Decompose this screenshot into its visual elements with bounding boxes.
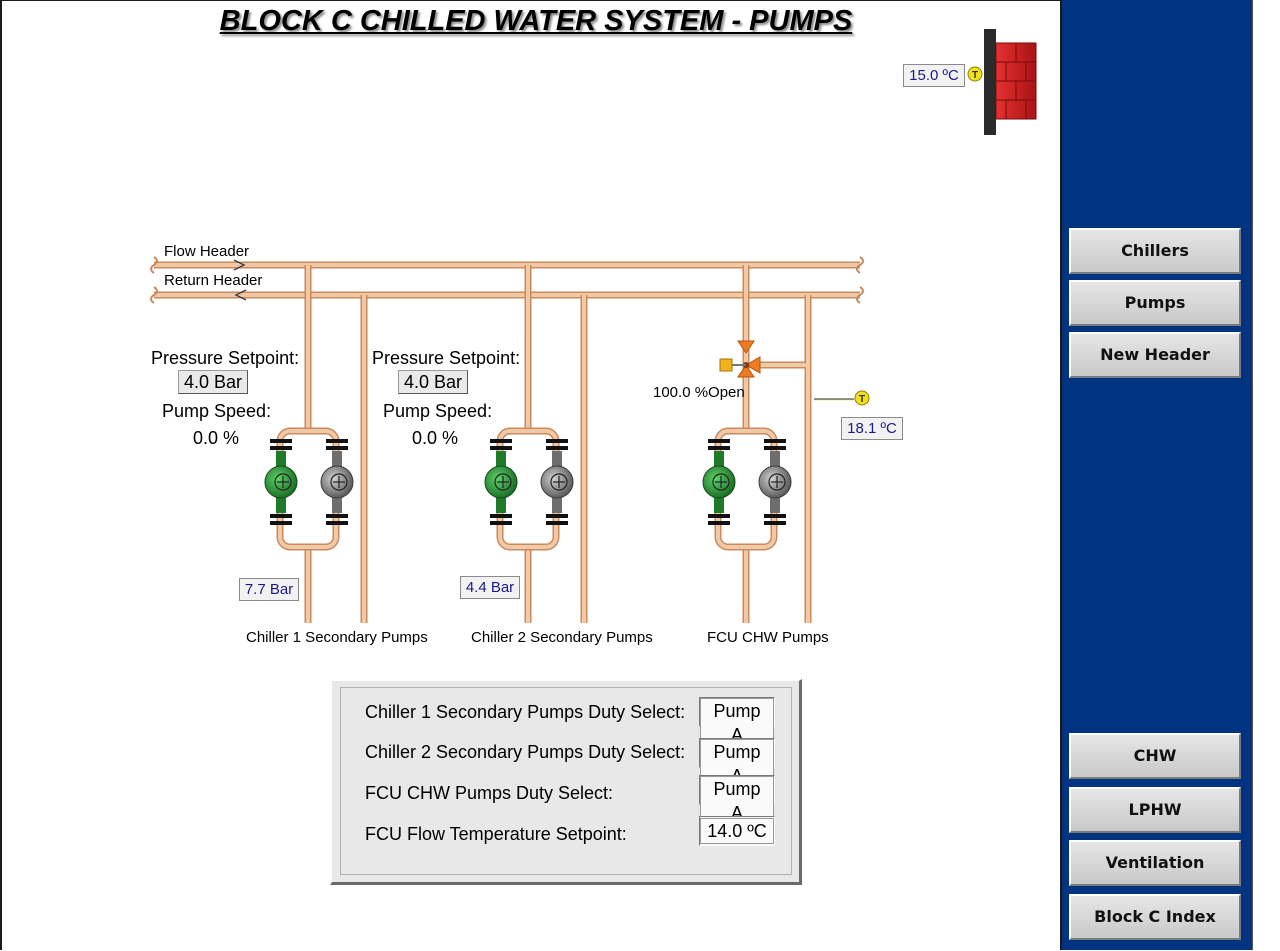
fcu-pump-standby-icon[interactable] [758, 439, 792, 525]
nav-pumps-button[interactable]: Pumps [1069, 280, 1241, 326]
outside-temperature-sensor-icon [967, 66, 983, 82]
pipework-diagram: T T [150, 29, 1037, 623]
chiller2-pump-running-icon[interactable] [484, 439, 518, 525]
chiller1-pump-running-icon[interactable] [264, 439, 298, 525]
page-title: BLOCK C CHILLED WATER SYSTEM - PUMPS [219, 5, 853, 37]
nav-lphw-button[interactable]: LPHW [1069, 787, 1241, 833]
fcu-pump-running-icon[interactable] [702, 439, 736, 525]
chiller2-setpoint-label: Pressure Setpoint: [372, 348, 521, 368]
fcu-group-label: FCU CHW Pumps [707, 629, 829, 646]
nav-chillers-button[interactable]: Chillers [1069, 228, 1241, 274]
duty-select-panel-inner: Chiller 1 Secondary Pumps Duty Select: P… [340, 687, 792, 875]
chiller1-speed-label: Pump Speed: [162, 401, 272, 421]
pumps [264, 439, 792, 525]
chiller1-pump-standby-icon[interactable] [320, 439, 354, 525]
return-header-pipe [150, 286, 864, 304]
fcu-flow-setpoint-input[interactable]: 14.0 ºC [699, 816, 775, 846]
chiller1-pressure-readout: 7.7 Bar [239, 578, 299, 601]
chiller1-duty-select[interactable]: Pump A [699, 697, 775, 748]
chiller2-group-label: Chiller 2 Secondary Pumps [471, 629, 653, 646]
return-header-label: Return Header [164, 272, 263, 289]
outside-wall-icon [984, 29, 1037, 135]
chiller2-speed-value: 0.0 % [412, 428, 459, 448]
chiller1-group-label: Chiller 1 Secondary Pumps [246, 629, 428, 646]
fcu-temperature-sensor-icon [814, 390, 870, 406]
fcu-duty-select[interactable]: Pump A [699, 775, 775, 826]
three-way-valve-icon[interactable] [732, 340, 761, 378]
chiller1-setpoint-label: Pressure Setpoint: [151, 348, 300, 368]
window-edge [1252, 0, 1280, 950]
schematic-area: BLOCK C CHILLED WATER SYSTEM - PUMPS [0, 0, 1060, 950]
chiller1-duty-label: Chiller 1 Secondary Pumps Duty Select: [365, 702, 686, 722]
chiller1-speed-value: 0.0 % [193, 428, 240, 448]
branch-pipes [304, 265, 812, 623]
fcu-temperature-readout: 18.1 ºC [841, 417, 903, 440]
fcu-flow-setpoint-value: 14.0 ºC [700, 818, 774, 844]
nav-chw-button[interactable]: CHW [1069, 733, 1241, 779]
chiller2-pump-standby-icon[interactable] [540, 439, 574, 525]
chiller2-duty-select[interactable]: Pump A [699, 738, 775, 789]
chiller2-setpoint-input[interactable]: 4.0 Bar [398, 370, 468, 394]
fcu-flow-setpoint-label: FCU Flow Temperature Setpoint: [365, 824, 627, 844]
nav-ventilation-button[interactable]: Ventilation [1069, 840, 1241, 886]
nav-new-header-button[interactable]: New Header [1069, 332, 1241, 378]
chiller2-speed-label: Pump Speed: [383, 401, 493, 421]
fcu-duty-label: FCU CHW Pumps Duty Select: [365, 783, 614, 803]
chiller1-setpoint-input[interactable]: 4.0 Bar [178, 370, 248, 394]
pump-loop-pipes [276, 427, 778, 551]
flow-header-pipe [150, 256, 864, 274]
chiller2-pressure-readout: 4.4 Bar [460, 576, 520, 599]
valve-position-label: 100.0 %Open [653, 384, 745, 401]
nav-block-c-index-button[interactable]: Block C Index [1069, 894, 1241, 940]
outside-temperature-readout: 15.0 ºC [903, 64, 965, 87]
duty-select-panel: Chiller 1 Secondary Pumps Duty Select: P… [330, 679, 802, 885]
valve-actuator-icon [719, 358, 733, 372]
fcu-sensor-glyph: T [859, 394, 865, 405]
outside-sensor-glyph: T [972, 70, 978, 81]
chiller2-duty-label: Chiller 2 Secondary Pumps Duty Select: [365, 742, 686, 762]
flow-header-label: Flow Header [164, 243, 250, 260]
